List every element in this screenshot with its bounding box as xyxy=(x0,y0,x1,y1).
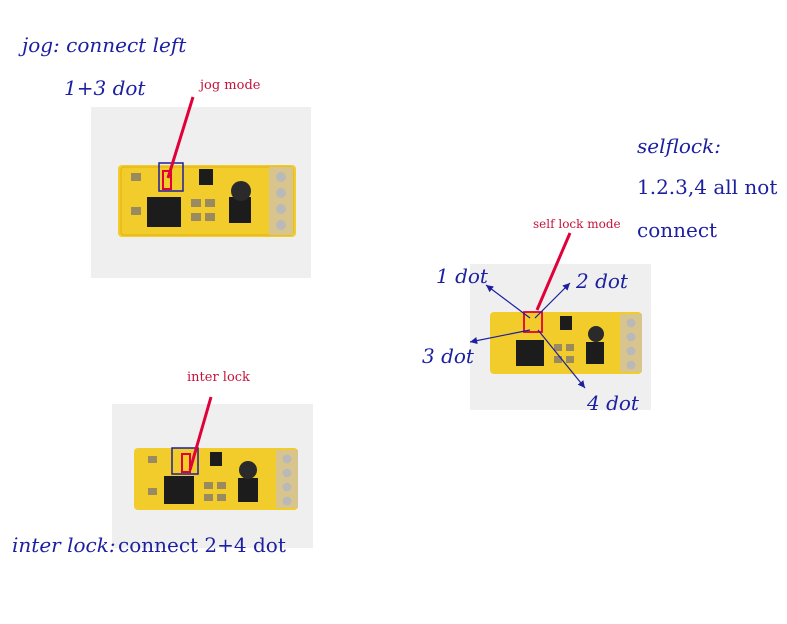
selflock-line2: 1.2.3,4 all not xyxy=(637,175,778,199)
inter-lock-connect: connect 2+4 dot xyxy=(118,533,286,557)
dot1-label: 1 dot xyxy=(436,264,488,288)
dot3-label: 3 dot xyxy=(422,344,474,368)
selflock-line3: connect xyxy=(637,218,718,242)
jog-mode-label: jog mode xyxy=(200,78,261,93)
jog-dots-label: 1+3 dot xyxy=(64,76,146,100)
jog-connect-label: jog: connect left xyxy=(22,33,187,57)
pcb-board-image xyxy=(118,162,296,237)
dot2-label: 2 dot xyxy=(576,269,628,293)
selflock-mode-label: self lock mode xyxy=(533,217,621,231)
inter-lock-tag: inter lock xyxy=(187,370,250,385)
inter-lock-prefix: inter lock: xyxy=(12,533,116,557)
pcb-board-image xyxy=(490,311,642,374)
interlock-board-photo xyxy=(112,404,313,548)
selflock-title: selflock: xyxy=(637,134,721,158)
jog-board-photo xyxy=(91,107,311,278)
pcb-board-image xyxy=(134,447,298,510)
dot4-label: 4 dot xyxy=(587,391,639,415)
selflock-board-photo xyxy=(470,264,651,410)
